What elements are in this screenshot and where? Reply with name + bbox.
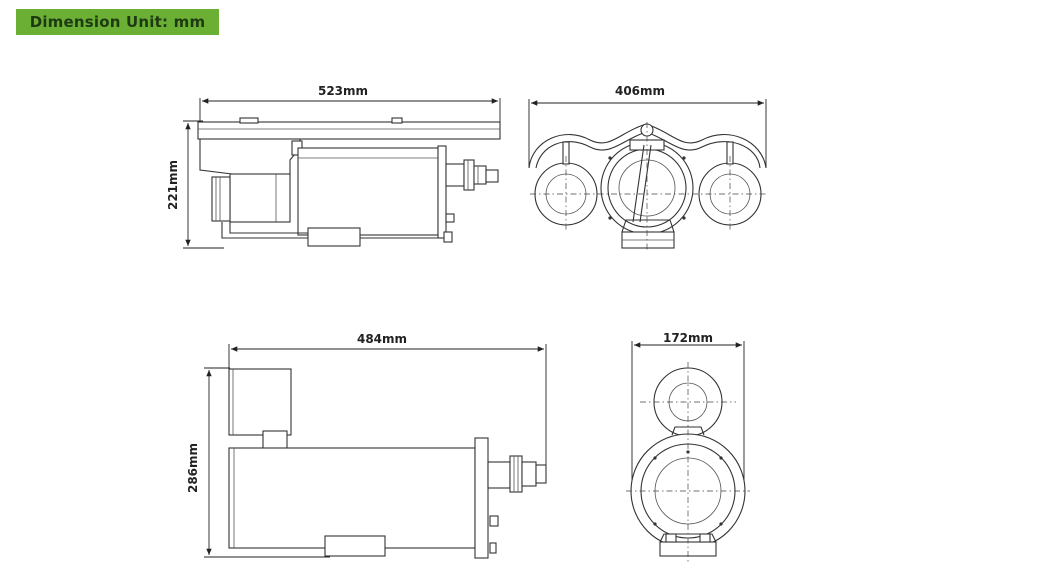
side-length-label: 523mm bbox=[318, 84, 368, 98]
side-height-label: 221mm bbox=[166, 160, 180, 210]
bottom-height-label: 286mm bbox=[186, 443, 200, 493]
front-view: 406mm bbox=[528, 84, 767, 252]
front-width-label: 406mm bbox=[615, 84, 665, 98]
bottom-length-label: 484mm bbox=[357, 332, 407, 346]
bottom-view: 484mm 286mm bbox=[186, 332, 547, 559]
rear-width-label: 172mm bbox=[663, 331, 713, 345]
side-view: 523mm 221mm bbox=[166, 84, 501, 249]
rear-view: 172mm bbox=[626, 331, 750, 562]
dimension-unit-badge: Dimension Unit: mm bbox=[16, 9, 219, 35]
